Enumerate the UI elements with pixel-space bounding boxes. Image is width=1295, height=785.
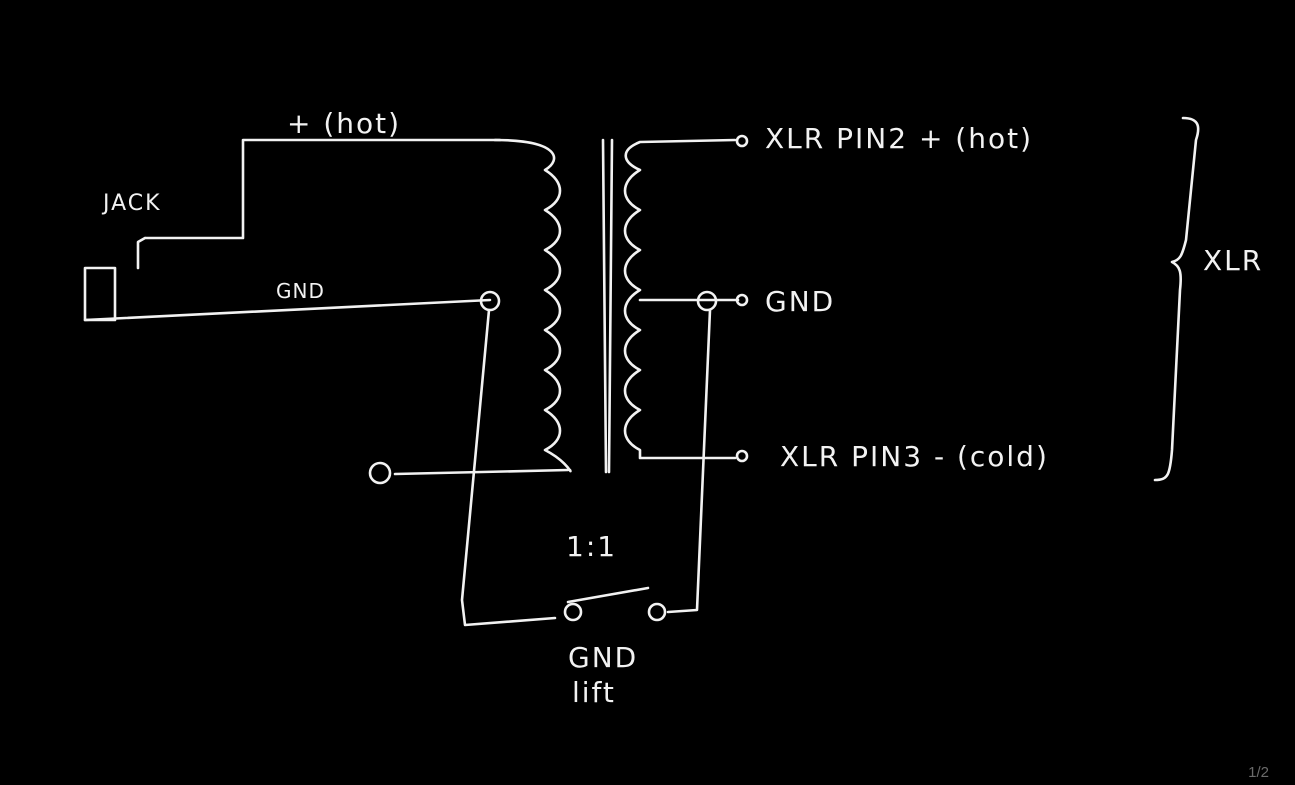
jack-label: JACK (101, 191, 162, 216)
page-indicator: 1/2 (1248, 764, 1269, 781)
jack-sleeve-wire (83, 298, 492, 322)
xlr-pin2-label: XLR PIN2 + (hot) (765, 122, 1033, 155)
gnd-lift-label-line1: GND (568, 641, 638, 674)
xlr-pin2-terminal (735, 134, 749, 148)
secondary-gnd-node (696, 290, 718, 312)
transformer-core-right (607, 138, 614, 474)
gnd-out-label: GND (765, 285, 835, 318)
primary-gnd-lift-wire (460, 308, 557, 627)
jack-tip-wire (136, 138, 502, 270)
gnd-out-terminal (735, 293, 749, 307)
primary-bottom-terminal (368, 461, 392, 485)
xlr-pin3-label: XLR PIN3 - (cold) (780, 440, 1049, 473)
primary-coil (493, 138, 572, 473)
xlr-brace (1153, 116, 1200, 482)
gnd-in-label: GND (276, 279, 325, 303)
secondary-coil (623, 138, 737, 460)
xlr-pin3-terminal (735, 449, 749, 463)
primary-coil-bottom-wire (393, 468, 570, 476)
gnd-lift-left-terminal (563, 602, 583, 622)
xlr-group-label: XLR (1203, 244, 1263, 277)
gnd-lift-label-line2: lift (572, 676, 616, 709)
transformer-core-left (601, 138, 608, 474)
hot-in-label: + (hot) (287, 107, 401, 140)
jack-sleeve-shape (83, 266, 117, 322)
secondary-gnd-lift-wire (666, 308, 712, 614)
ratio-label: 1:1 (566, 530, 617, 563)
gnd-lift-switch-lever (566, 586, 650, 604)
gnd-lift-right-terminal (647, 602, 667, 622)
